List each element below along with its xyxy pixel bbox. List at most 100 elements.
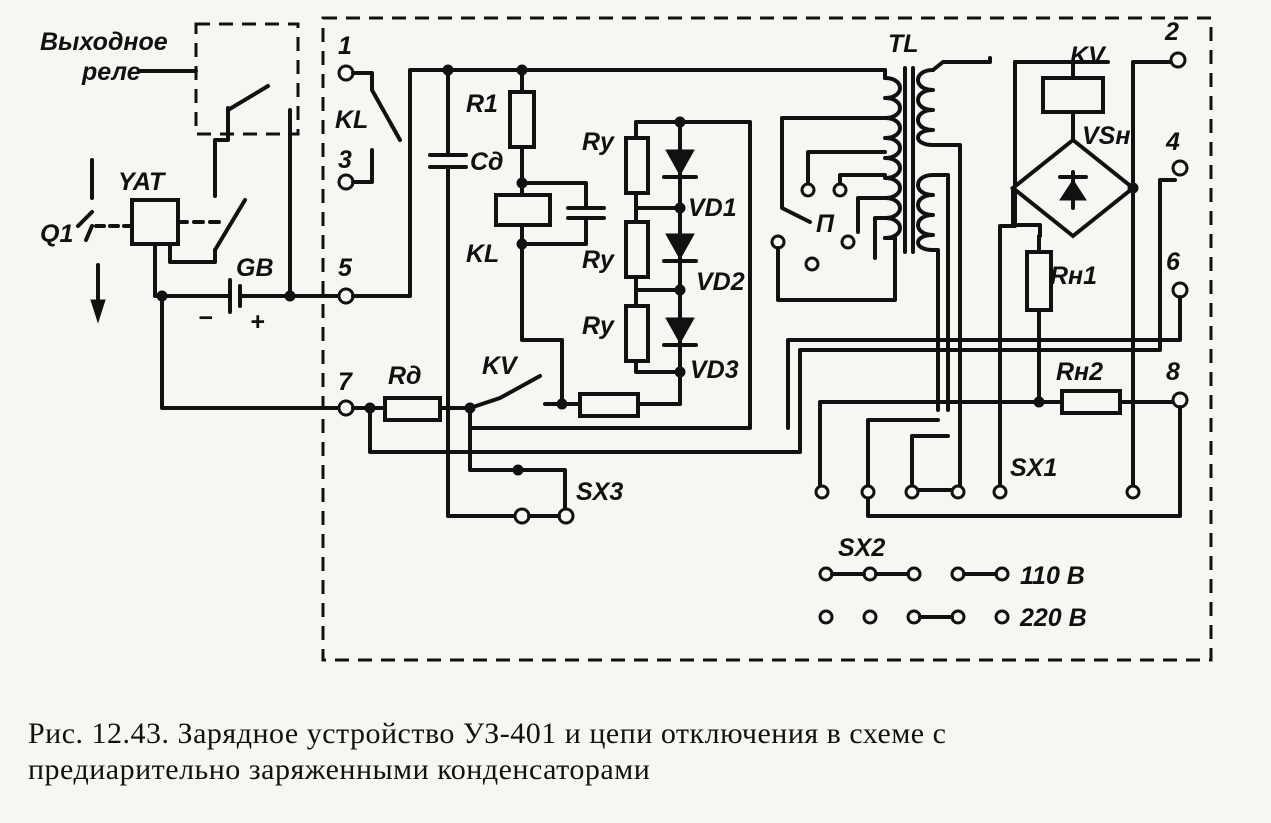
label-terminal-6: 6 bbox=[1166, 248, 1181, 276]
yat-coil bbox=[130, 198, 180, 246]
label-terminal-8: 8 bbox=[1166, 358, 1180, 386]
wire-sx3 bbox=[468, 406, 567, 510]
tap-contact bbox=[840, 234, 856, 250]
tap-contact bbox=[832, 182, 848, 198]
kl-coil-capacitor bbox=[520, 181, 606, 246]
label-vd1: VD1 bbox=[688, 194, 737, 222]
caption-line-2: предиарительно заряженными конденсаторам… bbox=[28, 753, 651, 786]
sx3-terminal-a bbox=[513, 507, 531, 525]
label-terminal-7: 7 bbox=[338, 368, 353, 396]
junction bbox=[512, 464, 524, 476]
wire-kl-kv bbox=[520, 242, 564, 406]
sx1-terminal bbox=[904, 484, 920, 500]
wire-top-bus bbox=[351, 68, 887, 298]
r1-resistor bbox=[508, 90, 536, 149]
charger-boundary bbox=[321, 16, 1213, 662]
label-yat: YAT bbox=[118, 168, 167, 196]
sx2-row-220 bbox=[818, 609, 1010, 625]
tap-switch-arm bbox=[780, 116, 887, 224]
junction bbox=[674, 366, 686, 378]
sx1-terminal bbox=[1125, 484, 1141, 500]
sx1-terminal bbox=[992, 484, 1008, 500]
q1-breaker bbox=[76, 158, 142, 324]
label-terminal-5: 5 bbox=[338, 254, 353, 282]
label-terminal-1: 1 bbox=[338, 32, 352, 60]
vd2-diode bbox=[662, 233, 698, 263]
tl-secondary-winding-2 bbox=[916, 173, 935, 252]
output-relay-contact bbox=[226, 84, 270, 112]
schematic-diagram: Выходное реле Q1 YAT GB − + 1 3 5 7 2 4 … bbox=[40, 16, 1213, 662]
wire-vd-return bbox=[468, 120, 752, 430]
sx1-terminal bbox=[814, 484, 830, 500]
tap-return-wire bbox=[776, 236, 897, 302]
tl-primary-winding bbox=[883, 76, 902, 240]
label-ry2: Rу bbox=[582, 246, 615, 274]
figure-caption: Рис. 12.43. Зарядное устройство УЗ-401 и… bbox=[28, 716, 1258, 788]
label-r1: R1 bbox=[466, 90, 498, 118]
label-rd: Rд bbox=[388, 362, 422, 390]
label-tl: TL bbox=[888, 30, 919, 58]
label-gb: GB bbox=[236, 254, 274, 282]
wire-sx1-b bbox=[910, 434, 950, 488]
wire-7-to-4 bbox=[368, 178, 1177, 454]
terminal-6 bbox=[1171, 281, 1189, 299]
terminal-3 bbox=[337, 173, 355, 191]
sx1-terminal bbox=[950, 484, 966, 500]
wire-bridge-2 bbox=[1131, 60, 1172, 190]
label-terminal-2: 2 bbox=[1164, 18, 1179, 46]
cd-capacitor bbox=[428, 68, 517, 518]
tap-wire-3 bbox=[856, 196, 887, 234]
kv-contact bbox=[438, 374, 542, 410]
label-sx2: SX2 bbox=[838, 534, 885, 562]
wire-yat-gb bbox=[153, 242, 232, 298]
label-vd2: VD2 bbox=[696, 268, 745, 296]
tap-wire-1 bbox=[806, 150, 887, 184]
junction bbox=[284, 290, 296, 302]
kv-coil bbox=[1041, 76, 1105, 114]
wire-ry3 bbox=[634, 288, 682, 374]
label-kv-coil: KV bbox=[1070, 42, 1107, 70]
wire-6 bbox=[786, 295, 1182, 430]
charge-resistor bbox=[578, 392, 640, 418]
ry3-resistor bbox=[624, 304, 650, 363]
terminal-7 bbox=[337, 399, 355, 417]
label-gb-minus: − bbox=[198, 304, 213, 332]
label-kl-coil: KL bbox=[466, 240, 499, 268]
label-kl-contact: KL bbox=[335, 106, 368, 134]
output-relay-boundary bbox=[194, 22, 300, 136]
wire-tl-sec bbox=[931, 56, 992, 72]
label-ry1: Rу bbox=[582, 128, 615, 156]
vd3-diode bbox=[662, 317, 698, 347]
tap-wire-4 bbox=[873, 216, 887, 260]
wire-relay-left bbox=[213, 106, 230, 198]
label-output-relay-2: реле bbox=[81, 58, 141, 86]
label-ry3: Rу bbox=[582, 312, 615, 340]
ry2-resistor bbox=[624, 220, 650, 279]
kl-coil bbox=[494, 193, 552, 227]
junction bbox=[556, 398, 568, 410]
label-q1: Q1 bbox=[40, 220, 73, 248]
rn2-resistor bbox=[1060, 389, 1122, 415]
rd-resistor bbox=[383, 396, 442, 422]
wire-bridge-left bbox=[1011, 186, 1042, 238]
sx2-row-110 bbox=[818, 566, 1010, 582]
tl-secondary-winding-1 bbox=[916, 68, 935, 147]
wire-sx1-a bbox=[866, 418, 940, 488]
label-220v: 220 В bbox=[1019, 604, 1087, 632]
wire-tl-bottom bbox=[931, 248, 940, 412]
wire-yat-contact bbox=[168, 242, 217, 264]
wire-rn2-left bbox=[818, 400, 1064, 488]
terminal-8 bbox=[1171, 391, 1189, 409]
vd1-diode bbox=[662, 149, 698, 179]
yat-aux-contact bbox=[213, 198, 247, 252]
label-output-relay-1: Выходное bbox=[40, 28, 168, 56]
caption-line-1: Рис. 12.43. Зарядное устройство УЗ-401 и… bbox=[28, 717, 947, 750]
wire-sx1-c bbox=[998, 224, 1017, 488]
terminal-1 bbox=[337, 64, 355, 82]
label-terminal-3: 3 bbox=[338, 146, 352, 174]
wire-tl-tap bbox=[931, 173, 950, 412]
label-sx1: SX1 bbox=[1010, 454, 1057, 482]
tap-contact bbox=[804, 256, 820, 272]
label-110v: 110 В bbox=[1020, 562, 1085, 590]
label-vsn: VSн bbox=[1082, 122, 1130, 150]
